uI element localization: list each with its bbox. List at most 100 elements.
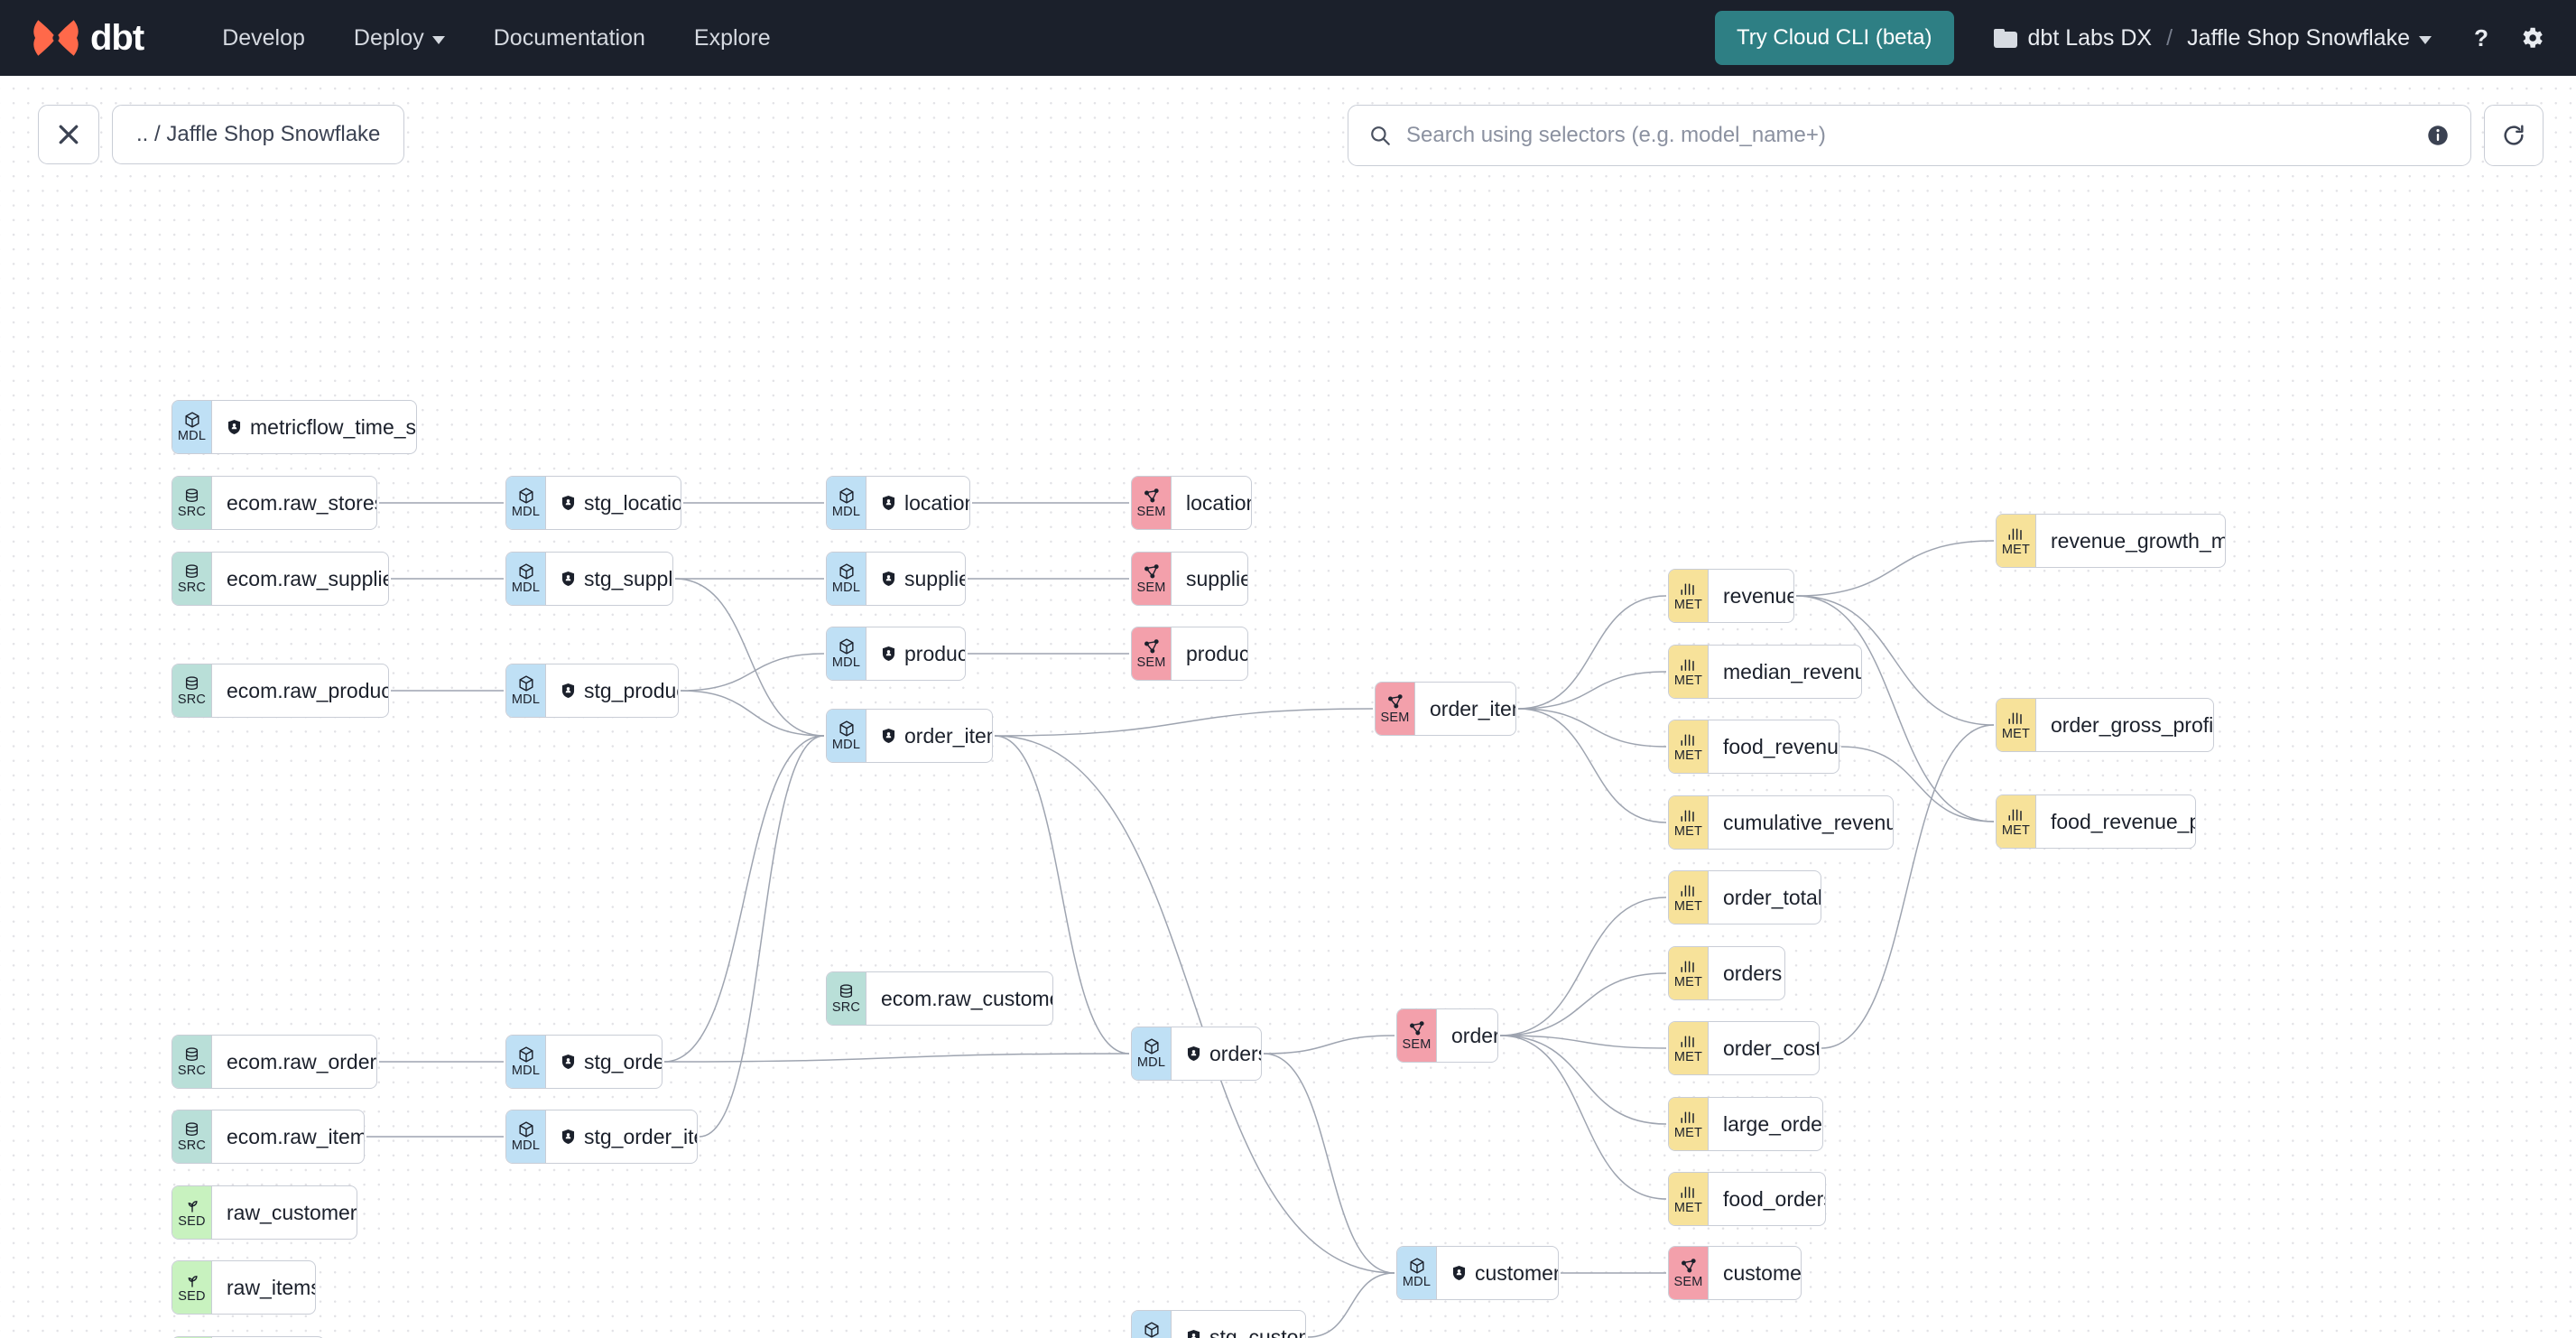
nav-link-documentation[interactable]: Documentation <box>469 16 670 60</box>
node-type-badge-sem: SEM <box>1132 627 1172 680</box>
try-cloud-cli-button[interactable]: Try Cloud CLI (beta) <box>1715 11 1954 65</box>
graph-node-sem_customers[interactable]: SEMcustomers <box>1668 1246 1802 1300</box>
search-input[interactable] <box>1404 122 2425 149</box>
edge-sem_orders-to-met_orders <box>1499 972 1667 1036</box>
shield-icon <box>227 419 242 435</box>
dbt-logo-text: dbt <box>90 18 144 58</box>
graph-node-sem_locations[interactable]: SEMlocations <box>1131 476 1252 530</box>
gear-icon[interactable] <box>2518 24 2545 51</box>
node-name-label: products <box>904 641 966 665</box>
cube-icon <box>1408 1257 1426 1275</box>
project-selector[interactable]: Jaffle Shop Snowflake <box>2187 25 2432 51</box>
node-type-badge-mdl: MDL <box>1132 1027 1172 1080</box>
bar-chart-icon <box>2006 525 2025 543</box>
node-name-label: metricflow_time_spine <box>250 414 417 439</box>
graph-node-met_large_order[interactable]: MET large_order <box>1668 1097 1823 1151</box>
account-name[interactable]: dbt Labs DX <box>2027 24 2153 51</box>
node-type-label: MDL <box>831 581 861 596</box>
node-label-wrap: order_total <box>1709 871 1821 924</box>
node-label-wrap: orders <box>1437 1009 1497 1062</box>
graph-node-sem_supplies[interactable]: SEMsupplies <box>1131 552 1248 606</box>
graph-node-sem_products[interactable]: SEMproducts <box>1131 627 1248 681</box>
edge-sem_order_item-to-met_median_revenue <box>1517 671 1667 710</box>
node-label-wrap: stg_customers <box>1172 1311 1305 1338</box>
bar-chart-icon <box>1679 730 1698 748</box>
refresh-button[interactable] <box>2484 105 2544 166</box>
node-type-label: MET <box>1673 899 1703 915</box>
info-icon[interactable] <box>2425 123 2451 148</box>
dbt-logo[interactable]: dbt <box>31 17 144 59</box>
edge-stg_products-to-m_products <box>680 653 825 692</box>
shield-icon <box>1187 1329 1200 1338</box>
graph-node-m_products[interactable]: MDLproducts <box>826 627 966 681</box>
nav-link-develop[interactable]: Develop <box>198 16 329 60</box>
question-mark-icon[interactable]: ? <box>2468 24 2495 51</box>
graph-breadcrumb[interactable]: .. / Jaffle Shop Snowflake <box>112 105 405 164</box>
refresh-icon <box>2504 125 2524 145</box>
graph-node-m_customers[interactable]: MDLcustomers <box>1396 1246 1559 1300</box>
graph-node-met_order_total[interactable]: MET order_total <box>1668 870 1821 925</box>
node-type-label: MET <box>1673 1126 1703 1141</box>
graph-nodes-icon <box>1408 1019 1426 1037</box>
graph-node-raw_items[interactable]: SED raw_items <box>171 1260 316 1315</box>
nav-link-deploy[interactable]: Deploy <box>329 16 469 60</box>
node-type-badge-met: MET <box>1669 646 1709 698</box>
edge-m_order_items-to-sem_order_item <box>994 708 1374 737</box>
shield-icon <box>1452 1265 1466 1281</box>
node-type-badge-sed: SED <box>172 1261 212 1314</box>
edge-stg_orders-to-m_order_items <box>663 735 825 1063</box>
graph-node-m_supplies[interactable]: MDLsupplies <box>826 552 966 606</box>
close-button[interactable] <box>38 105 99 164</box>
database-icon <box>183 1120 200 1138</box>
graph-breadcrumb-label: .. / Jaffle Shop Snowflake <box>136 122 381 146</box>
node-name-label: revenue_growth_mom <box>2051 528 2225 553</box>
bar-chart-icon <box>1679 957 1698 975</box>
node-label-wrap: locations <box>1172 477 1251 529</box>
node-type-badge-met: MET <box>1669 1173 1709 1225</box>
nav-link-explore[interactable]: Explore <box>670 16 795 60</box>
graph-node-sem_orders[interactable]: SEMorders <box>1396 1008 1498 1063</box>
shield-icon <box>882 646 895 662</box>
node-label-wrap: food_orders <box>1709 1173 1825 1225</box>
sprout-icon <box>183 1271 201 1289</box>
edge-stg_customers-to-m_customers <box>1307 1272 1395 1338</box>
lineage-graph-canvas[interactable]: MDLmetricflow_time_spineSRCecom.raw_stor… <box>0 76 2576 1338</box>
graph-node-m_orders[interactable]: MDLorders <box>1131 1027 1262 1081</box>
search-bar[interactable] <box>1348 105 2471 166</box>
node-name-label: ecom.raw_customers <box>881 986 1052 1010</box>
edge-sem_orders-to-met_order_cost <box>1499 1035 1667 1049</box>
node-name-label: order_items <box>904 723 992 748</box>
main-nav-links: Develop Deploy Documentation Explore <box>198 16 794 60</box>
node-type-badge-src: SRC <box>172 477 212 529</box>
graph-node-m_locations[interactable]: MDLlocations <box>826 476 970 530</box>
node-type-badge-met: MET <box>1669 570 1709 622</box>
node-name-label: raw_items <box>227 1275 316 1299</box>
node-name-label: large_order <box>1723 1111 1823 1136</box>
